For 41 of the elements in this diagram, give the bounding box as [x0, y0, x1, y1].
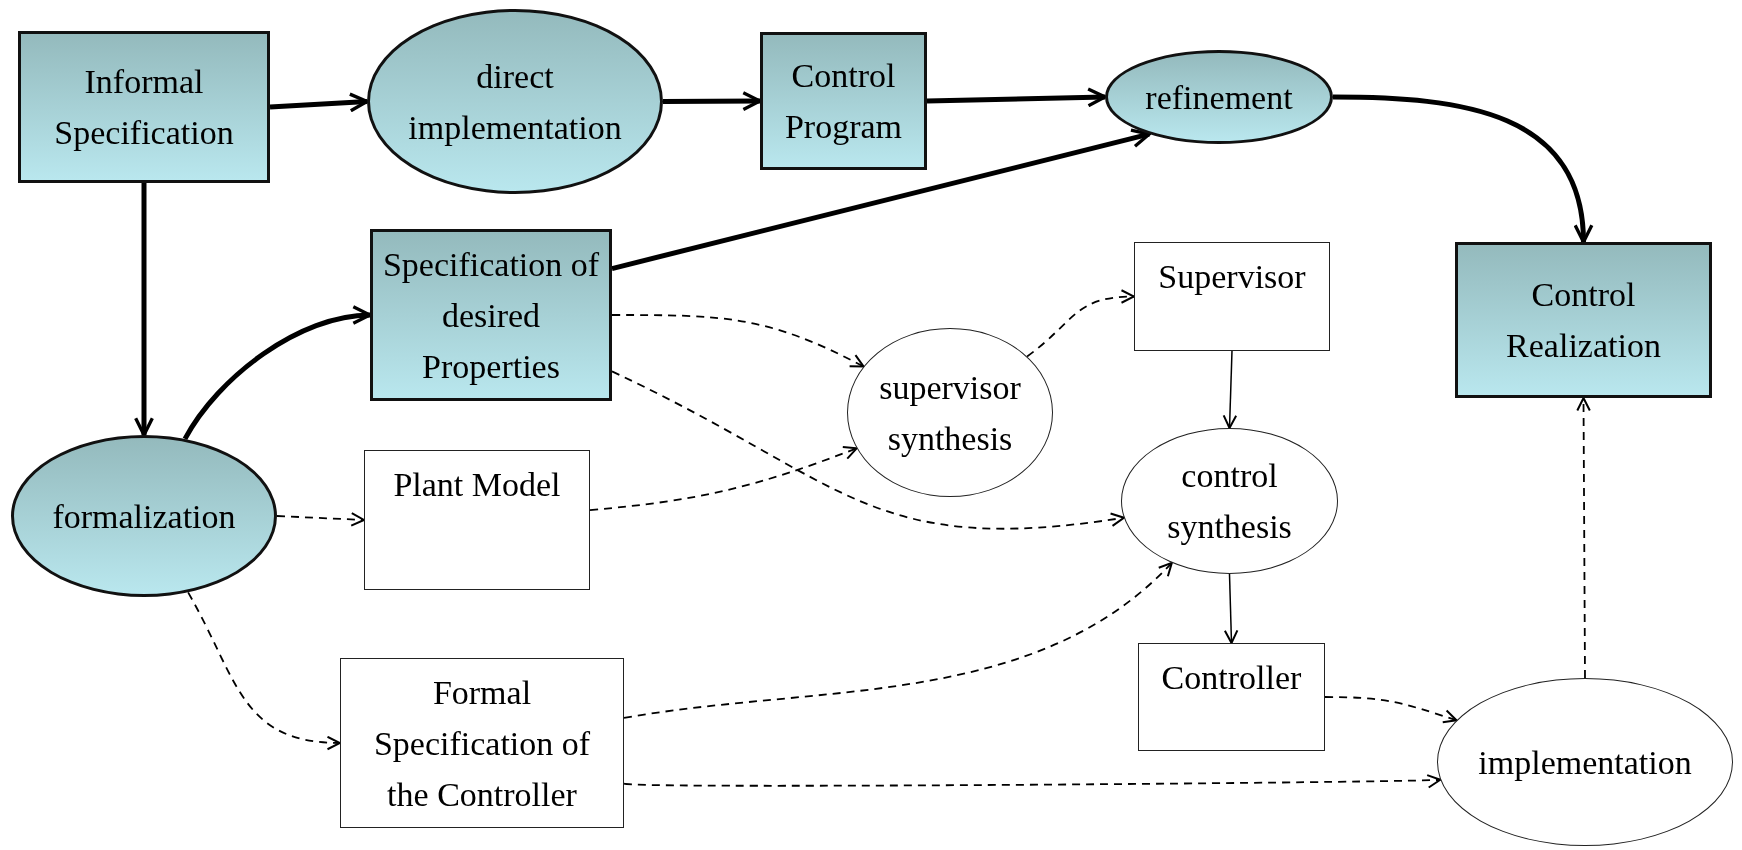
node-label: supervisor synthesis: [878, 367, 1022, 459]
arrow: [1576, 397, 1591, 679]
node-label: Control Program: [783, 56, 904, 147]
arrow: [623, 561, 1173, 719]
process-box: [364, 450, 590, 590]
node-label: direct implementation: [407, 56, 623, 148]
node-label: Specification of desired Properties: [381, 244, 601, 387]
process-box: [1138, 643, 1325, 751]
node-label: Supervisor: [1158, 257, 1306, 297]
arrow: [134, 183, 154, 437]
arrow: [1223, 573, 1239, 644]
node-label: Informal Specification: [53, 62, 235, 153]
arrow: [1332, 94, 1593, 244]
arrow: [1324, 696, 1458, 724]
arrow: [623, 772, 1442, 788]
node-label: refinement: [1145, 77, 1293, 118]
process-box: [1455, 242, 1712, 398]
arrow: [269, 92, 369, 113]
node-label: Plant Model: [393, 465, 561, 505]
arrow: [276, 512, 365, 527]
arrow: [611, 128, 1151, 271]
arrow: [182, 306, 372, 441]
node-label: control synthesis: [1166, 456, 1293, 547]
arrow: [1222, 350, 1238, 429]
arrow: [611, 314, 865, 368]
node-label: Formal Specification of the Controller: [372, 672, 592, 815]
arrow: [187, 591, 341, 750]
process-box: [760, 32, 927, 170]
node-label: Controller: [1161, 658, 1302, 698]
arrow: [611, 370, 1125, 530]
node-label: Control Realization: [1505, 275, 1662, 366]
process-box: [1134, 242, 1330, 351]
node-label: formalization: [52, 496, 236, 537]
process-box: [370, 229, 612, 401]
arrow: [663, 91, 762, 112]
arrow: [1026, 289, 1135, 358]
arrow: [926, 87, 1107, 108]
node-label: implementation: [1478, 742, 1692, 783]
process-box: [340, 658, 624, 828]
arrow: [589, 445, 858, 511]
process-box: [18, 31, 270, 183]
